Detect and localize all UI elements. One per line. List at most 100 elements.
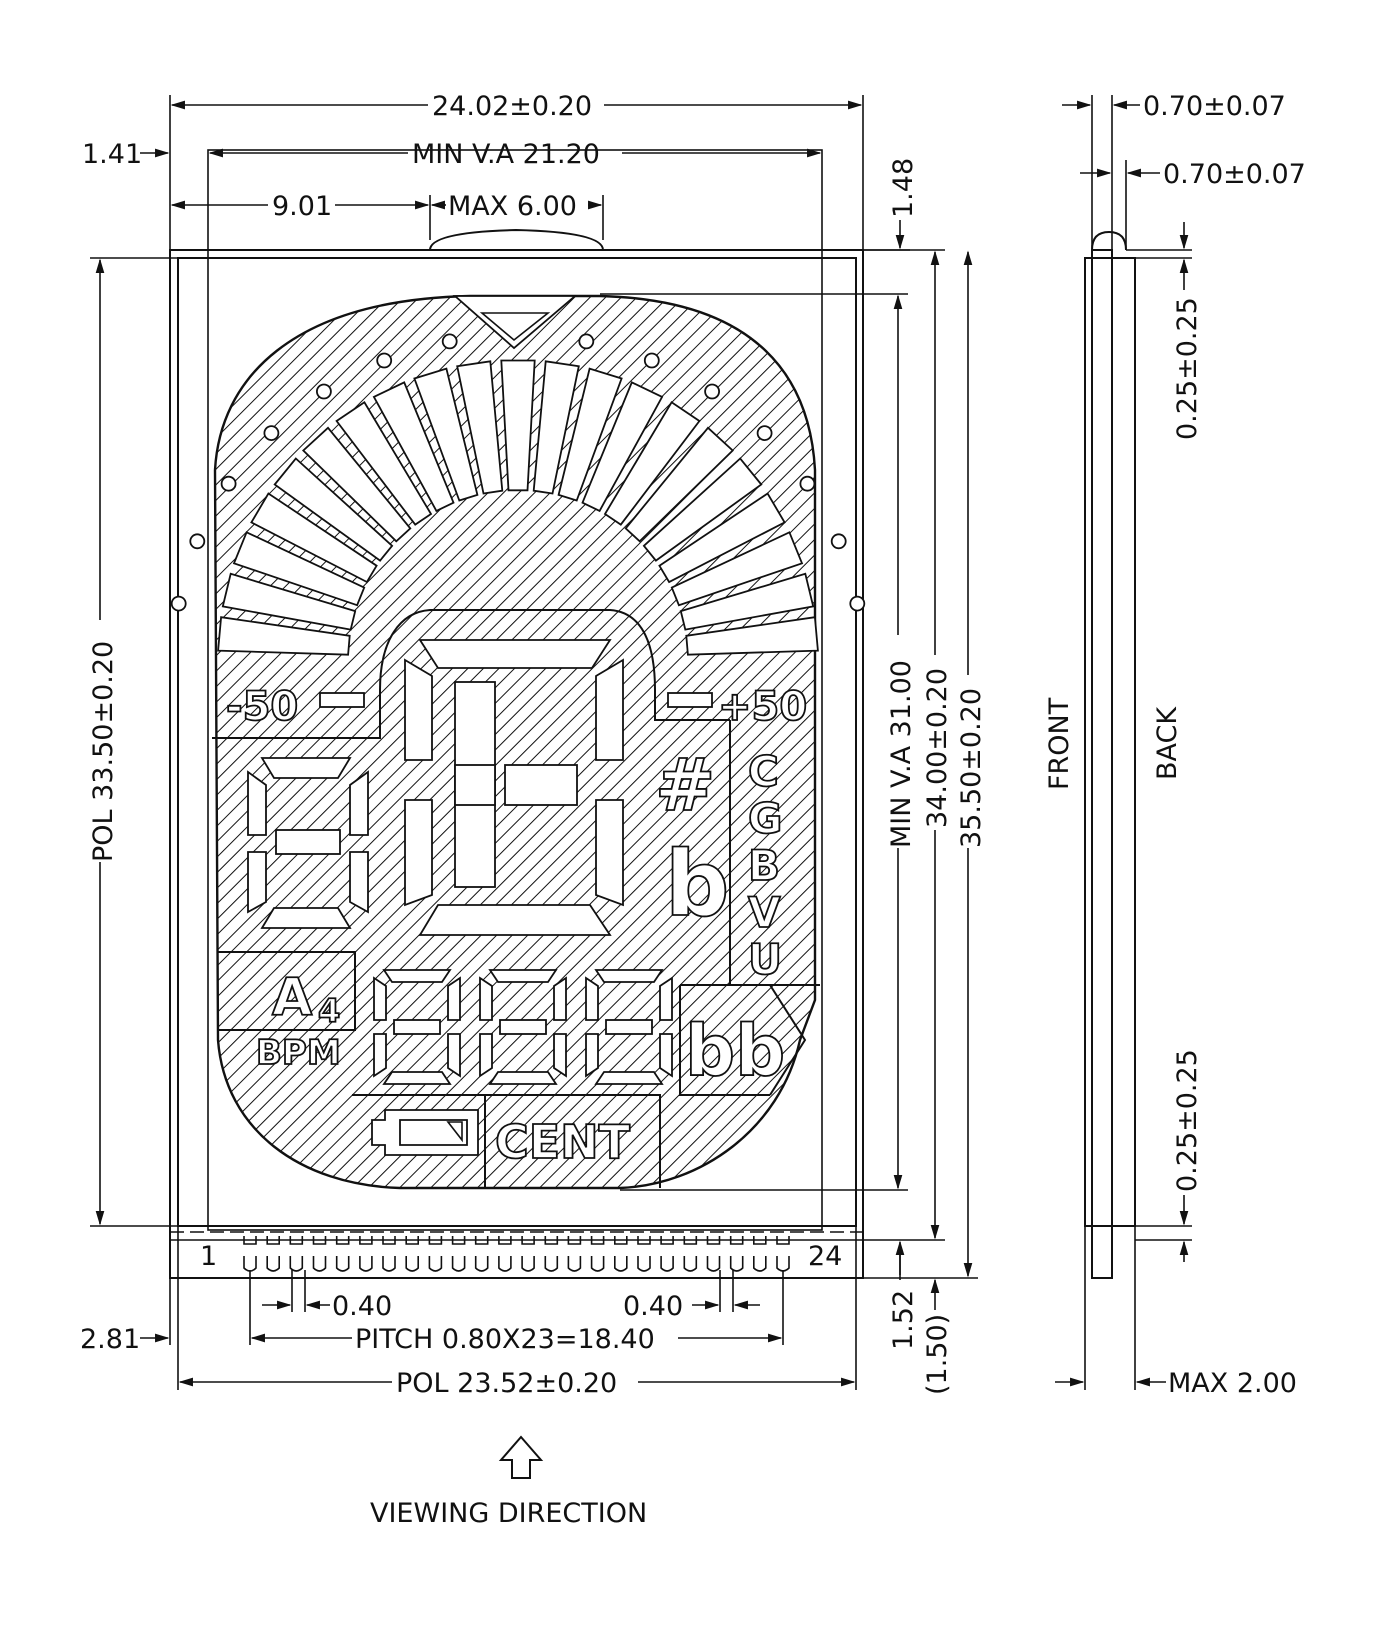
fan-bar-segment <box>557 367 623 502</box>
string-g: G <box>748 794 782 843</box>
string-c: C <box>748 747 779 796</box>
pin <box>428 1256 443 1272</box>
double-flat-symbol: bb <box>685 1010 785 1092</box>
pin <box>335 1256 350 1272</box>
meter-dot <box>643 352 660 369</box>
viewing-direction-label: VIEWING DIRECTION <box>370 1498 647 1529</box>
small-digit <box>585 969 673 1085</box>
pin <box>614 1256 628 1272</box>
pin <box>451 1256 466 1272</box>
dim-pin-offset: 2.81 <box>80 1324 140 1355</box>
fan-bar-segment <box>335 401 433 526</box>
up-arrow-icon <box>498 1435 544 1479</box>
string-u: U <box>748 935 782 984</box>
pin <box>243 1256 257 1272</box>
dim-bottom-offset-ref: (1.50) <box>922 1314 953 1395</box>
dim-pin-width-right: 0.40 <box>623 1291 683 1322</box>
fan-bar-segment <box>301 426 412 543</box>
meter-dot <box>578 333 595 350</box>
pin <box>776 1256 790 1272</box>
fan-bar-segment <box>273 457 394 562</box>
pin <box>521 1256 535 1272</box>
dim-bottom-offset: 1.52 <box>888 1290 919 1350</box>
dim-pol-height: POL 33.50±0.20 <box>88 641 119 862</box>
plus-50-label: +50 <box>718 684 807 730</box>
meter-dot <box>849 595 866 612</box>
dim-nub-width: MAX 6.00 <box>448 191 577 222</box>
dim-min-va-height: MIN V.A 31.00 <box>886 660 917 848</box>
view-area-outline <box>207 149 823 1231</box>
meter-dot <box>830 533 847 550</box>
bpm-label: BPM <box>256 1033 341 1073</box>
fan-bar-segment <box>372 381 455 513</box>
sharp-symbol: # <box>655 743 715 827</box>
dimension-lines: 24.02±0.20 MIN V.A 21.20 1.41 9.01 MAX 6… <box>80 91 987 1399</box>
dim-pol-width: POL 23.52±0.20 <box>396 1368 617 1399</box>
fan-bar-segment <box>624 426 735 543</box>
fan-bar-segment <box>217 616 351 656</box>
dim-top-offset: 1.48 <box>888 158 919 218</box>
meter-dot <box>189 533 206 550</box>
a4-label: A <box>272 968 312 1028</box>
dim-side-thickness-1: 0.70±0.07 <box>1143 91 1286 122</box>
flat-symbol: b <box>665 832 729 937</box>
lcd-active-area: -50 +50 # b C G <box>170 294 866 1190</box>
pin <box>544 1256 559 1272</box>
pin <box>474 1256 489 1272</box>
polarizer-outline <box>177 257 857 1227</box>
fan-bar-segment <box>642 457 763 562</box>
fan-bar-segment <box>413 367 479 502</box>
pin <box>706 1256 721 1272</box>
fan-bar-segment <box>581 381 664 513</box>
meter-dot <box>315 383 332 400</box>
meter-dot <box>704 383 720 400</box>
meter-dot <box>263 425 280 442</box>
string-v: V <box>748 888 781 937</box>
main-digit <box>404 639 624 936</box>
tuning-fan-bars <box>217 359 819 656</box>
minus-50-label: -50 <box>226 684 298 730</box>
small-digits <box>373 969 673 1085</box>
meter-dot <box>441 333 458 350</box>
dim-pin-width-left: 0.40 <box>332 1291 392 1322</box>
pin <box>729 1256 744 1272</box>
side-view: 0.70±0.07 0.70±0.07 0.25±0.25 0.25±0.25 … <box>1044 91 1306 1399</box>
dim-left-offset: 1.41 <box>82 139 142 170</box>
fan-bar-segment <box>232 531 366 607</box>
meter-dot <box>170 595 187 612</box>
dim-side-pol-bottom: 0.25±0.25 <box>1172 1049 1203 1192</box>
fan-bar-segment <box>658 492 786 584</box>
left-digit <box>247 757 369 929</box>
dim-side-thickness-2: 0.70±0.07 <box>1163 159 1306 190</box>
fan-bar-segment <box>603 401 701 526</box>
fan-bar-segment <box>250 492 378 584</box>
fan-bar-segment <box>685 616 819 656</box>
a4-subscript: 4 <box>318 992 340 1030</box>
pin <box>660 1256 674 1272</box>
pin <box>683 1256 698 1272</box>
dim-min-va-width: MIN V.A 21.20 <box>412 139 600 170</box>
pin <box>498 1256 512 1272</box>
dim-side-max-thickness: MAX 2.00 <box>1168 1368 1297 1399</box>
small-digit <box>373 969 461 1085</box>
viewing-direction: VIEWING DIRECTION <box>370 1435 647 1529</box>
battery-icon <box>371 1109 479 1156</box>
pin <box>289 1256 304 1272</box>
pin <box>590 1256 605 1272</box>
dim-total-height: 35.50±0.20 <box>956 688 987 848</box>
fill-nub <box>429 228 604 251</box>
pin <box>382 1256 396 1272</box>
pin <box>312 1256 327 1272</box>
small-digit <box>479 969 567 1085</box>
meter-dot <box>220 475 237 492</box>
pin <box>266 1256 280 1272</box>
meter-dot <box>799 475 816 492</box>
meter-dot <box>376 352 393 369</box>
string-letters: C G B V U <box>747 746 783 985</box>
dim-nub-offset: 9.01 <box>272 191 332 222</box>
pin <box>637 1256 651 1272</box>
front-label: FRONT <box>1044 697 1075 790</box>
dim-pitch: PITCH 0.80X23=18.40 <box>355 1324 655 1355</box>
pin <box>405 1256 419 1272</box>
